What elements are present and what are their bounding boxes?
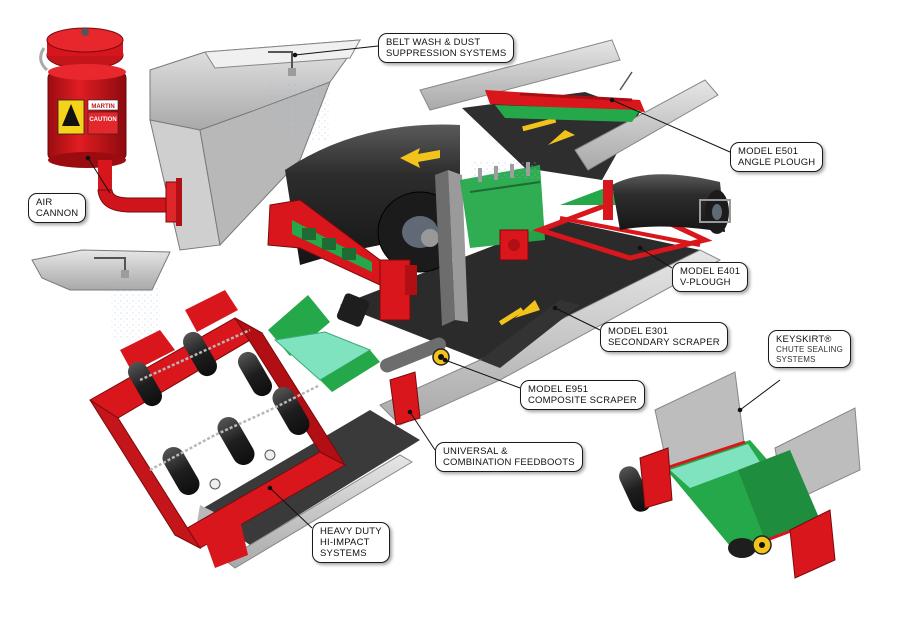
primary-scraper-frame	[267, 199, 417, 321]
callout-secondary-scraper: MODEL E301 SECONDARY SCRAPER	[600, 322, 728, 352]
callout-keyskirt-line2: CHUTE SEALING	[776, 345, 844, 354]
air-cannon-brand-label: MARTIN	[91, 104, 114, 110]
callout-belt-wash-line2: SUPPRESSION SYSTEMS	[386, 48, 507, 59]
keyskirt-chute	[619, 371, 861, 579]
belt-wash-hood	[149, 39, 362, 251]
callout-feedboots: UNIVERSAL & COMBINATION FEEDBOOTS	[435, 442, 583, 472]
angle-plough	[485, 71, 645, 122]
secondary-scraper	[460, 160, 545, 261]
callout-belt-wash: BELT WASH & DUST SUPPRESSION SYSTEMS	[378, 33, 515, 63]
callout-hi-impact-line1: HEAVY DUTY	[320, 526, 382, 537]
impact-rolls	[128, 328, 321, 495]
callout-keyskirt-line3: SYSTEMS	[776, 354, 816, 364]
air-cannon: MARTIN CAUTION	[39, 27, 182, 226]
callout-air-cannon: AIR CANNON	[28, 193, 87, 223]
air-cannon-warning-label: CAUTION	[89, 117, 116, 123]
callout-feedboots-line1: UNIVERSAL &	[443, 446, 508, 457]
callout-keyskirt-line1: KEYSKIRT®	[776, 334, 832, 345]
callout-v-plough-line2: V-PLOUGH	[680, 277, 731, 288]
callout-angle-plough: MODEL E501 ANGLE PLOUGH	[730, 142, 824, 172]
callout-belt-wash-line1: BELT WASH & DUST	[386, 37, 481, 48]
callout-angle-plough-line1: MODEL E501	[738, 146, 799, 157]
callout-hi-impact-line3: SYSTEMS	[320, 548, 367, 559]
callout-composite-scraper-line2: COMPOSITE SCRAPER	[528, 395, 637, 406]
callout-secondary-scraper-line1: MODEL E301	[608, 326, 669, 337]
callout-hi-impact: HEAVY DUTY HI-IMPACT SYSTEMS	[312, 522, 390, 563]
callout-air-cannon-line2: CANNON	[36, 208, 79, 219]
callout-keyskirt: KEYSKIRT® CHUTE SEALING SYSTEMS	[768, 330, 852, 368]
support-column	[435, 170, 468, 326]
callout-composite-scraper-line1: MODEL E951	[528, 384, 589, 395]
callout-feedboots-line2: COMBINATION FEEDBOOTS	[443, 457, 575, 468]
callout-v-plough: MODEL E401 V-PLOUGH	[672, 262, 749, 292]
callout-angle-plough-line2: ANGLE PLOUGH	[738, 157, 816, 168]
feedboot-chute	[268, 293, 380, 392]
callout-hi-impact-line2: HI-IMPACT	[320, 537, 370, 548]
callout-composite-scraper: MODEL E951 COMPOSITE SCRAPER	[520, 380, 645, 410]
callout-secondary-scraper-line2: SECONDARY SCRAPER	[608, 337, 720, 348]
spray-nozzle-upper	[268, 51, 296, 76]
tail-drum	[612, 174, 731, 234]
belt-wash-lower-panel	[31, 249, 171, 340]
leader-lines	[85, 45, 781, 529]
callout-v-plough-line1: MODEL E401	[680, 266, 741, 277]
main-belt	[340, 220, 722, 426]
callout-air-cannon-line1: AIR	[36, 197, 53, 208]
